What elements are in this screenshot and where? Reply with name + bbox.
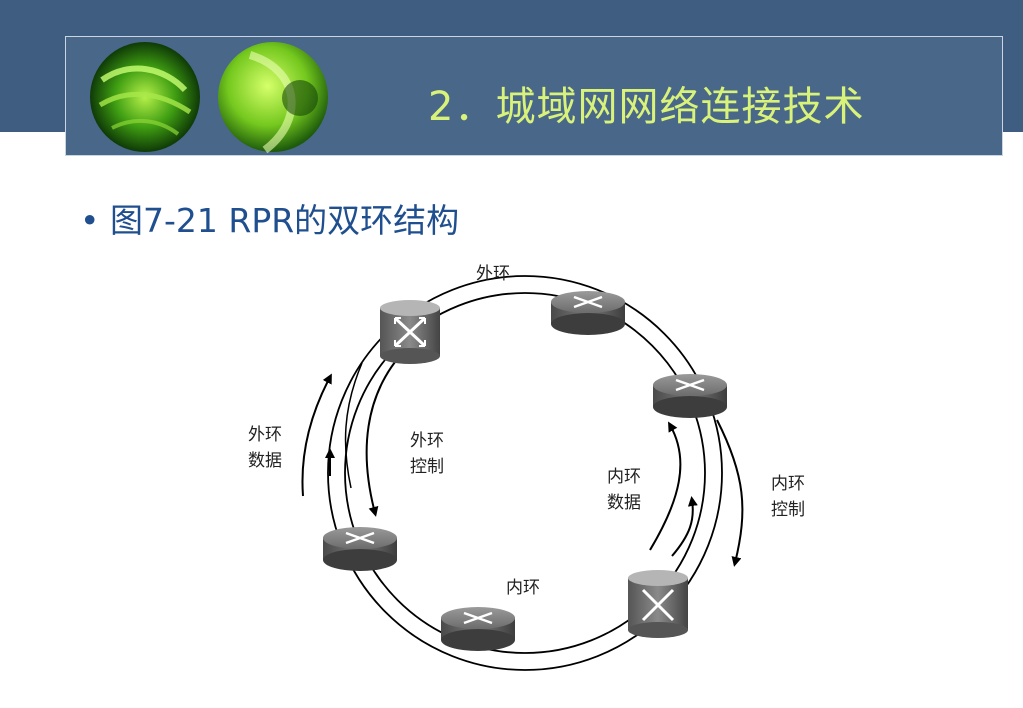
inner-ring-label: 内环 xyxy=(506,578,540,598)
outer-ring xyxy=(327,275,723,671)
inner-control-arrow xyxy=(716,419,744,567)
bullet-marker: • xyxy=(80,201,100,240)
router-node-right xyxy=(653,374,727,418)
outer-data-label-line2: 数据 xyxy=(248,451,282,471)
inner-control-label-line1: 内环 xyxy=(771,474,805,494)
switch-node-top-left xyxy=(380,300,440,364)
leaf-image-1 xyxy=(90,42,200,152)
router-node-bottom xyxy=(441,607,515,651)
inner-data-arrow-2 xyxy=(671,496,698,557)
outer-control-arrow xyxy=(365,361,396,517)
outer-ring-label: 外环 xyxy=(476,264,510,284)
page-title: 2．城域网网络连接技术 xyxy=(428,84,865,130)
inner-ring xyxy=(344,292,706,654)
bullet-item: • 图7-21 RPR的双环结构 xyxy=(80,194,459,242)
inner-data-arrow xyxy=(649,421,682,551)
switch-node-bottom-right xyxy=(628,570,688,638)
inner-data-label-line1: 内环 xyxy=(607,467,641,487)
leaf-image-2 xyxy=(218,42,328,154)
outer-data-arrow-inner xyxy=(344,362,363,489)
bullet-text: 图7-21 RPR的双环结构 xyxy=(110,201,460,240)
outer-control-label-line1: 外环 xyxy=(410,431,444,451)
router-node-left xyxy=(323,527,397,571)
outer-control-label-line2: 控制 xyxy=(410,457,444,477)
inner-control-label-line2: 控制 xyxy=(771,500,805,520)
inner-data-label-line2: 数据 xyxy=(607,493,641,513)
outer-data-arrow xyxy=(301,373,332,497)
outer-data-label-line1: 外环 xyxy=(248,425,282,445)
router-node-top-right xyxy=(551,291,625,335)
